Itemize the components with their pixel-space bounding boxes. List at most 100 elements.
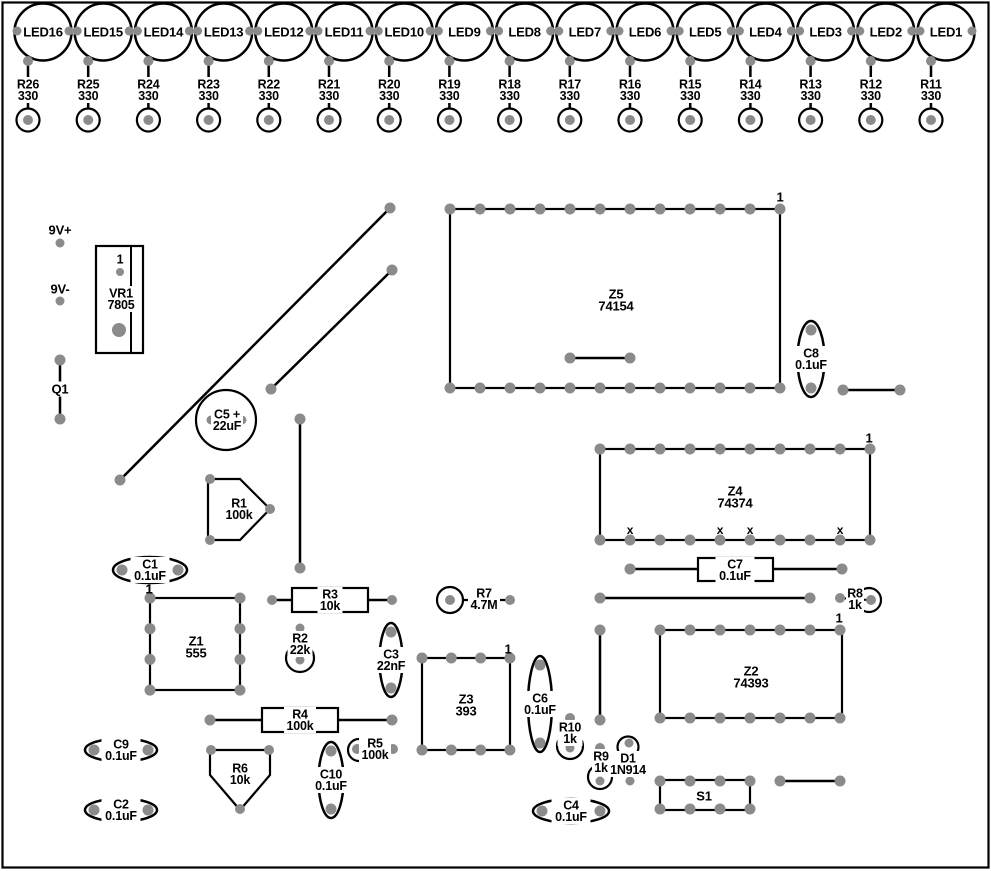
resistor-pin (835, 593, 845, 603)
switch-pin (684, 775, 696, 787)
resistor-pin (205, 474, 215, 484)
resistor-label: R14 (739, 78, 762, 92)
ic-pin (144, 653, 156, 665)
resistor-label-bg (557, 720, 583, 746)
capacitor-label: 0.1uF (795, 358, 827, 372)
regulator-pin (116, 268, 124, 276)
led-pad (967, 26, 977, 36)
no-connect-mark: x (717, 523, 724, 537)
led-pad (132, 26, 142, 36)
ic-label: 393 (455, 704, 476, 719)
resistor-label: 330 (439, 89, 460, 103)
solder-pad (114, 474, 126, 486)
no-connect-mark: x (627, 523, 634, 537)
ic-pin (474, 382, 486, 394)
no-connect-mark: x (837, 523, 844, 537)
ic-pin (444, 382, 456, 394)
led-pad (245, 26, 255, 36)
led-pad (425, 26, 435, 36)
ic-label: Z2 (744, 664, 759, 679)
led-label: LED3 (809, 25, 841, 40)
transistor-pin (54, 413, 66, 425)
ic-pin (714, 624, 726, 636)
ic-pin (714, 382, 726, 394)
solder-pad (624, 352, 636, 364)
resistor-label: R8 (847, 587, 863, 601)
led-pad (12, 26, 22, 36)
capacitor-label-bg (520, 691, 560, 717)
switch-pin (744, 803, 756, 815)
ic-pin (444, 203, 456, 215)
pin1-label: 1 (504, 642, 511, 657)
resistor-label: R20 (378, 78, 401, 92)
solder-pad (294, 413, 306, 425)
ic-label-bg (595, 286, 637, 314)
capacitor-label-bg (101, 797, 141, 823)
ic-pin (744, 624, 756, 636)
led-label: LED7 (569, 25, 601, 40)
ic-pin (534, 203, 546, 215)
resistor-label: R17 (559, 78, 582, 92)
led-label-bg (508, 24, 542, 40)
resistor-label-bg (798, 77, 824, 103)
led-pad (504, 56, 515, 66)
capacitor-label: 22nF (377, 659, 406, 673)
led-pad (494, 26, 504, 36)
ic-pin (416, 744, 428, 756)
led-pad (23, 56, 33, 66)
led-label: LED13 (204, 25, 243, 40)
capacitor-pin (325, 803, 337, 815)
capacitor-label-bg (101, 737, 141, 763)
led-label-bg (869, 24, 903, 40)
resistor-label: R7 (476, 587, 492, 601)
resistor-label-bg (677, 77, 703, 103)
capacitor-pin (836, 563, 848, 575)
ic-pin (774, 624, 786, 636)
capacitor-label: C9 (113, 738, 129, 752)
led-pad (143, 56, 154, 66)
ic-Z3 (420, 656, 512, 752)
transistor-label-bg (50, 381, 70, 397)
resistor-label: 330 (560, 89, 581, 103)
solder-pad (444, 115, 455, 125)
solder-pad (504, 115, 515, 125)
led-label-bg (323, 24, 365, 40)
resistor-label: R1 (231, 497, 247, 511)
ic-pin (684, 712, 696, 724)
led-pad (203, 56, 214, 66)
ic-label: 74374 (717, 496, 753, 511)
resistor-label-bg (284, 707, 316, 733)
ic-pin (654, 624, 666, 636)
capacitor-pin (534, 737, 546, 749)
regulator-label: VR1 (109, 287, 133, 301)
resistor-label: R21 (318, 78, 341, 92)
solder-pad (203, 115, 214, 125)
resistor-label: R5 (367, 737, 383, 751)
ic-pin (474, 203, 486, 215)
ic-pin (684, 443, 696, 455)
led-pad (907, 26, 917, 36)
led-pad (726, 26, 736, 36)
capacitor-label-bg (211, 407, 243, 433)
ic-pin (684, 382, 696, 394)
pin1-label: 1 (145, 582, 152, 597)
solder-pad (23, 115, 33, 125)
ic-pin (804, 712, 816, 724)
led-label-bg (628, 24, 662, 40)
ic-pin (714, 203, 726, 215)
resistor-label-bg (196, 77, 222, 103)
led-pad (666, 26, 676, 36)
capacitor-label: C3 (383, 648, 399, 662)
resistor-label-bg (316, 77, 342, 103)
capacitor-label: C4 (563, 799, 579, 813)
ic-pin (416, 652, 428, 664)
capacitor-label: 0.1uF (134, 569, 166, 583)
capacitor-pin (142, 744, 154, 756)
ic-Z1 (148, 596, 242, 692)
capacitor-pin (534, 659, 546, 671)
solder-pad (594, 592, 606, 604)
resistor-label-bg (317, 587, 343, 613)
led-pad (546, 26, 556, 36)
capacitor-pin (385, 626, 397, 638)
led-label-bg (748, 24, 782, 40)
